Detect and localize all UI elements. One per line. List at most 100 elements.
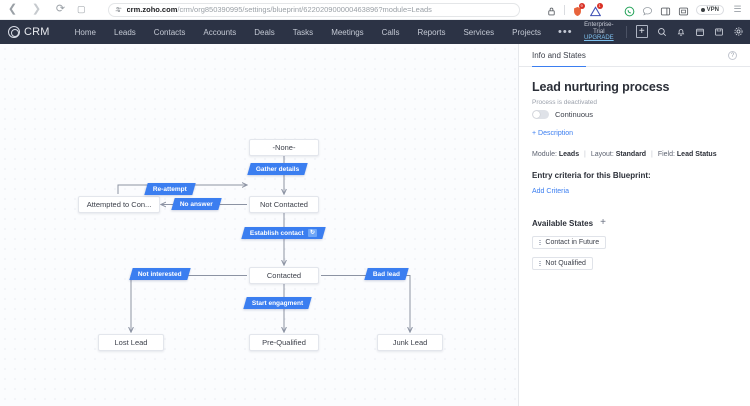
repeat-icon: ↻ <box>307 229 317 237</box>
search-icon[interactable] <box>657 26 667 37</box>
available-states-list: Not Qualified <box>532 249 737 270</box>
forward-arrow-icon[interactable]: ❯ <box>31 3 42 15</box>
upgrade-link[interactable]: UPGRADE <box>583 35 614 42</box>
transition-label: Bad lead <box>373 270 401 278</box>
nav-item-home[interactable]: Home <box>74 27 96 37</box>
transition-label: Not interested <box>138 270 182 278</box>
available-states-title: Available States <box>532 218 594 228</box>
browser-nav-buttons: ❮ ❯ ⟳ <box>6 3 67 16</box>
save-icon[interactable] <box>714 26 724 37</box>
process-status-text: Process is deactivated <box>532 99 598 106</box>
blueprint-canvas[interactable]: -None- Not Contacted Attempted to Con...… <box>0 44 518 406</box>
transition-no-answer[interactable]: No answer <box>171 198 222 210</box>
add-criteria-link[interactable]: Add Criteria <box>532 188 569 195</box>
vpn-status-dot <box>700 7 705 12</box>
page-title: Lead nurturing process <box>532 80 670 94</box>
transition-establish-contact[interactable]: Establish contact ↻ <box>241 227 326 239</box>
add-description-link[interactable]: + Description <box>532 130 574 137</box>
nav-item-reports[interactable]: Reports <box>417 27 446 37</box>
main-area: -None- Not Contacted Attempted to Con...… <box>0 44 750 406</box>
divider <box>563 4 565 15</box>
whatsapp-icon[interactable] <box>624 4 635 17</box>
state-node-pre-qualified[interactable]: Pre-Qualified <box>249 334 319 351</box>
nav-item-contacts[interactable]: Contacts <box>153 27 186 37</box>
trial-status[interactable]: Enterprise-Trial UPGRADE <box>581 22 617 43</box>
transition-not-interested[interactable]: Not interested <box>129 268 191 280</box>
reload-icon[interactable]: ⟳ <box>55 3 66 15</box>
browser-right-icons: 9 1 VPN ☰ <box>546 3 744 17</box>
state-chip-label: Not Qualified <box>545 259 586 267</box>
state-node-junk-lead[interactable]: Junk Lead <box>377 334 443 351</box>
blueprint-connectors <box>117 156 518 406</box>
transition-label: No answer <box>180 200 213 208</box>
divider <box>626 25 627 38</box>
back-arrow-icon[interactable]: ❮ <box>7 3 18 15</box>
state-chip-label: Contact in Future <box>545 238 600 246</box>
drag-handle-icon[interactable] <box>539 260 542 266</box>
address-bar[interactable]: crm.zoho.com/crm/org850390995/settings/b… <box>107 2 520 17</box>
nav-item-tasks[interactable]: Tasks <box>292 27 314 37</box>
info-and-states-panel: Info and States ? Lead nurturing process… <box>518 44 750 406</box>
meta-layout-value: Standard <box>615 151 647 158</box>
side-panel-icon[interactable] <box>660 4 671 16</box>
drag-handle-icon[interactable] <box>539 239 542 245</box>
meta-field-key: Field: <box>657 151 675 158</box>
module-tabs: Home Leads Contacts Accounts Deals Tasks… <box>66 26 581 38</box>
state-chip-not-qualified[interactable]: Not Qualified <box>532 256 593 270</box>
help-icon[interactable]: ? <box>728 51 737 60</box>
vpn-label: VPN <box>706 6 719 13</box>
vpn-button[interactable]: VPN <box>695 4 724 15</box>
shield-extension-icon[interactable]: 9 <box>572 3 585 16</box>
bookmark-icon[interactable]: ▢ <box>77 4 86 14</box>
lock-extension-icon[interactable] <box>546 4 557 16</box>
meta-separator: | <box>651 151 653 158</box>
warning-extension-icon[interactable]: 1 <box>589 3 603 17</box>
trial-label: Enterprise-Trial <box>584 21 614 35</box>
settings-gear-icon[interactable] <box>733 26 744 37</box>
meta-module-value: Leads <box>558 151 580 158</box>
available-states-header: Available States + <box>532 218 737 228</box>
transition-start-engagment[interactable]: Start engagment <box>243 297 313 309</box>
transition-label: Gather details <box>256 165 300 173</box>
extension-badge: 9 <box>578 3 585 9</box>
nav-item-accounts[interactable]: Accounts <box>203 27 237 37</box>
app-logo[interactable]: CRM <box>8 26 50 38</box>
continuous-toggle-label: Continuous <box>555 110 593 119</box>
nav-item-deals[interactable]: Deals <box>254 27 275 37</box>
nav-item-calls[interactable]: Calls <box>381 27 400 37</box>
state-node-contacted[interactable]: Contacted <box>249 267 319 284</box>
meta-separator: | <box>584 151 586 158</box>
nav-more-icon[interactable]: ••• <box>558 26 573 38</box>
extension-badge: 1 <box>596 3 603 9</box>
nav-item-projects[interactable]: Projects <box>512 27 542 37</box>
kebab-menu-icon[interactable]: ☰ <box>733 4 742 14</box>
nav-item-services[interactable]: Services <box>463 27 495 37</box>
state-node-lost-lead[interactable]: Lost Lead <box>98 334 164 351</box>
add-record-button[interactable]: + <box>635 25 648 39</box>
site-settings-icon[interactable] <box>115 6 122 13</box>
chat-bubble-icon[interactable] <box>642 4 653 16</box>
transition-bad-lead[interactable]: Bad lead <box>364 268 409 280</box>
url-text: crm.zoho.com/crm/org850390995/settings/b… <box>127 5 432 14</box>
notifications-bell-icon[interactable] <box>676 26 686 37</box>
transition-label: Establish contact <box>250 229 304 237</box>
transition-label: Start engagment <box>252 299 304 307</box>
url-domain: crm.zoho.com <box>126 5 178 14</box>
transition-gather-details[interactable]: Gather details <box>247 163 309 175</box>
state-node-none[interactable]: -None- <box>249 139 319 156</box>
tab-info-and-states[interactable]: Info and States <box>532 44 586 67</box>
meta-field-value: Lead Status <box>676 151 717 158</box>
state-node-attempted-to-contact[interactable]: Attempted to Con... <box>78 196 160 213</box>
state-node-not-contacted[interactable]: Not Contacted <box>249 196 319 213</box>
top-nav-actions: Enterprise-Trial UPGRADE + <box>581 22 750 43</box>
continuous-toggle[interactable] <box>532 110 549 119</box>
meta-layout-key: Layout: <box>590 151 614 158</box>
nav-item-meetings[interactable]: Meetings <box>331 27 364 37</box>
browser-toolbar: ❮ ❯ ⟳ ▢ crm.zoho.com/crm/org850390995/se… <box>0 0 750 20</box>
transition-re-attempt[interactable]: Re-attempt <box>144 183 196 195</box>
calendar-icon[interactable] <box>695 26 705 37</box>
screenshot-icon[interactable] <box>678 4 689 16</box>
state-chip-contact-in-future[interactable]: Contact in Future <box>532 235 607 249</box>
nav-item-leads[interactable]: Leads <box>114 27 136 37</box>
add-state-button[interactable]: + <box>600 217 606 228</box>
